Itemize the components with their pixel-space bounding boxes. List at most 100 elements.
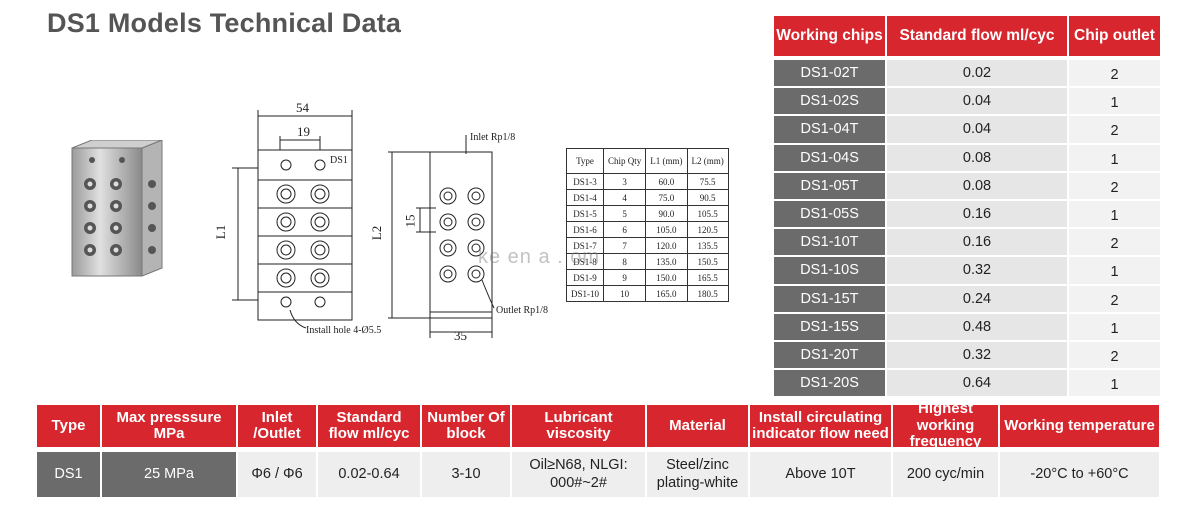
chip-model: DS1-02S <box>774 88 887 117</box>
spec-value-inlet-outlet: Φ6 / Φ6 <box>238 452 318 497</box>
spec-header: Highest working frequency <box>893 401 1000 450</box>
chip-model: DS1-20S <box>774 370 887 399</box>
spec-values-row: DS1 25 MPa Φ6 / Φ6 0.02-0.64 3-10 Oil≥N6… <box>37 452 1159 497</box>
chip-flow: 0.02 <box>887 60 1069 89</box>
chip-model: DS1-02T <box>774 60 887 89</box>
table-cell: 105.0 <box>645 221 688 238</box>
table-cell: 75.5 <box>686 173 729 190</box>
spec-header: Max presssure MPa <box>102 405 238 447</box>
table-cell: 3 <box>603 173 647 190</box>
spec-header-row: Type Max presssure MPa Inlet /Outlet Sta… <box>37 401 1159 450</box>
spec-header: Lubricant viscosity <box>512 405 647 447</box>
spec-header: Standard flow ml/cyc <box>318 405 422 447</box>
watermark: ke en a . om <box>478 246 601 268</box>
chip-model: DS1-10S <box>774 257 887 286</box>
spec-header: Working temperature <box>1000 405 1159 447</box>
table-cell: 8 <box>603 253 647 270</box>
chip-flow: 0.08 <box>887 144 1069 173</box>
spec-header: Material <box>647 405 750 447</box>
chip-flow: 0.32 <box>887 341 1069 371</box>
table-cell: 135.5 <box>686 237 729 254</box>
top-label: DS1 <box>330 155 348 166</box>
spec-header: Number Of block <box>422 405 512 447</box>
chip-flow: 0.32 <box>887 257 1069 286</box>
spec-header: Install circulating indicator flow need <box>750 405 893 447</box>
dim-width: 54 <box>296 100 309 115</box>
dim-depth: 35 <box>454 328 467 343</box>
table-cell: 90.5 <box>686 189 729 206</box>
chip-outlet: 1 <box>1069 88 1160 117</box>
dim-l1: L1 <box>213 224 229 240</box>
table-cell: 6 <box>603 221 647 238</box>
chip-model: DS1-10T <box>774 229 887 258</box>
table-cell: 7 <box>603 237 647 254</box>
front-view-drawing <box>232 110 353 329</box>
chips-header: Working chips <box>774 16 887 56</box>
spec-value-material: Steel/zinc plating-white <box>647 452 750 497</box>
table-cell: 165.0 <box>645 285 688 302</box>
dim-header: Type <box>565 148 605 174</box>
chip-model: DS1-20T <box>774 341 887 371</box>
spec-value-pressure: 25 MPa <box>102 452 238 497</box>
chip-flow: 0.08 <box>887 172 1069 201</box>
spec-value-viscosity: Oil≥N68, NLGI: 000#~2# <box>512 452 647 497</box>
spec-value-blocks: 3-10 <box>422 452 512 497</box>
chip-flow: 0.16 <box>887 229 1069 258</box>
table-cell: 90.0 <box>645 205 688 222</box>
chip-model: DS1-15T <box>774 285 887 314</box>
dim-hole-spacing: 19 <box>297 124 310 139</box>
product-photo <box>71 140 163 277</box>
table-cell: 5 <box>603 205 647 222</box>
chip-outlet: 1 <box>1069 257 1160 286</box>
chip-flow: 0.24 <box>887 285 1069 314</box>
spec-value-indicator: Above 10T <box>750 452 893 497</box>
chip-flow: 0.04 <box>887 116 1069 145</box>
chip-model: DS1-05T <box>774 172 887 201</box>
table-cell: 9 <box>603 269 647 286</box>
chip-outlet: 1 <box>1069 144 1160 173</box>
chip-outlet: 2 <box>1069 341 1160 371</box>
spec-header: Inlet /Outlet <box>238 405 318 447</box>
table-cell: 135.0 <box>645 253 688 270</box>
table-cell: DS1-5 <box>565 205 605 222</box>
chips-header: Standard flow ml/cyc <box>887 16 1069 56</box>
table-cell: 75.0 <box>645 189 688 206</box>
chips-header: Chip outlet <box>1069 16 1160 56</box>
outlet-label: Outlet Rp1/8 <box>496 305 548 316</box>
chips-header-row: Working chips Standard flow ml/cyc Chip … <box>774 16 1160 56</box>
chip-model: DS1-05S <box>774 200 887 230</box>
table-cell: 150.0 <box>645 269 688 286</box>
working-chips-table: Working chips Standard flow ml/cyc Chip … <box>774 16 1160 399</box>
spec-value-temperature: -20°C to +60°C <box>1000 452 1159 497</box>
table-cell: 4 <box>603 189 647 206</box>
dim-pitch: 15 <box>402 214 418 228</box>
spec-table: Type Max presssure MPa Inlet /Outlet Sta… <box>37 401 1159 497</box>
dim-header: Chip Qty <box>603 148 647 174</box>
chip-outlet: 2 <box>1069 172 1160 201</box>
table-cell: 60.0 <box>645 173 688 190</box>
table-cell: DS1-4 <box>565 189 605 206</box>
chip-flow: 0.48 <box>887 313 1069 342</box>
chip-outlet: 1 <box>1069 370 1160 399</box>
dim-header: L1 (mm) <box>645 148 688 174</box>
table-cell: DS1-10 <box>565 285 605 302</box>
page-title: DS1 Models Technical Data <box>47 8 402 38</box>
spec-value-frequency: 200 cyc/min <box>893 452 1000 497</box>
table-cell: 105.5 <box>686 205 729 222</box>
chip-outlet: 2 <box>1069 116 1160 145</box>
chip-outlet: 2 <box>1069 229 1160 258</box>
chip-outlet: 2 <box>1069 60 1160 89</box>
spec-value-type: DS1 <box>37 452 102 497</box>
spec-value-flow: 0.02-0.64 <box>318 452 422 497</box>
